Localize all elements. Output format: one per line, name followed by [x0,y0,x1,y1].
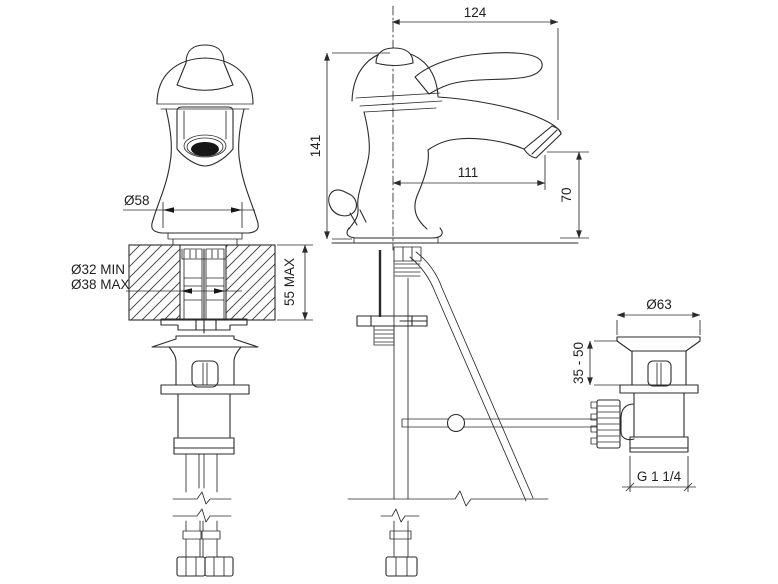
front-handle-knob [176,44,234,91]
front-base-plates [167,232,243,246]
side-base-plate [353,237,439,244]
front-dome-band [156,103,254,110]
knurled-nut-teeth [590,401,598,445]
front-base-bell [151,219,259,234]
waste-flange-front [151,335,259,348]
dim-label-base-diameter: Ø58 [124,193,150,208]
side-spout-endcap [523,125,562,159]
dim-overall-depth: 124 [391,5,559,120]
dimG-ticks [625,482,693,492]
mounting-bracket-side [356,315,428,327]
side-view: 124 141 111 70 [308,5,598,577]
waste-detail-view: Ø63 35 - 50 G 1 1/4 [571,297,701,492]
pipe-collar-left [182,530,202,540]
waste-boss-lines-front [202,362,208,386]
dim-label-overall-depth: 124 [464,5,487,20]
waste-boss [647,360,672,387]
front-body [152,108,258,221]
knurled-nut-ridges [597,405,620,443]
dim-label-overall-height: 141 [308,135,323,158]
side-pipe-collar [389,530,412,540]
side-neck-bands [355,92,443,113]
dim-overall-height: 141 [308,52,390,240]
dim-deck-thickness: 55 MAX [277,244,313,321]
pipe-collar-right [201,530,221,540]
break-line-1-side [347,490,549,507]
side-hex-nut-facets [395,556,408,577]
counter-hatch-left [129,245,180,320]
dim63-extensions [616,320,701,335]
shank-right [203,248,227,321]
dim-label-spout-reach: 111 [458,165,479,180]
break-line-1-front [172,491,232,505]
hex-nut-left [176,556,206,577]
waste-threaded-outlet [629,436,689,453]
waste-midflange-front [160,384,250,395]
aerator-opening [191,142,219,156]
dim58-extensions [162,202,243,228]
side-dome-cap [375,47,414,67]
rod-ball-joint [446,413,466,433]
aerator-outer-ring [183,134,227,158]
dim-flange-diameter: Ø63 [616,297,701,335]
dim-mounting-hole: Ø32 MIN Ø38 MAX [71,262,242,294]
knurled-adjuster-nut [590,399,621,449]
dim-label-hole-min: Ø32 MIN [71,262,125,277]
dim-adjustment-range: 35 - 50 [571,340,621,386]
shank-left [181,248,205,321]
dim-label-deck-thickness: 55 MAX [282,258,297,306]
waste-boss-front [191,360,219,388]
knurled-nut-body [596,399,621,449]
dim-label-connection-thread: G 1 1/4 [637,469,682,484]
dim-label-hole-max: Ø38 MAX [71,277,130,292]
waste-body-front [168,346,242,386]
dim3550-extensions [594,340,621,386]
side-underdeck [347,246,598,577]
flex-hose [409,251,534,502]
break-line-2-side [380,508,420,523]
hole-arrows [181,288,225,294]
side-supply-pipe [393,260,409,500]
rod-clevis [620,403,635,441]
hex-nut-right [204,556,234,577]
front-spout-cylinder [183,110,227,140]
waste-flange [616,336,701,352]
break-line-2-front [172,508,232,523]
front-supply-pipes [172,453,234,577]
hex-nut-facets [185,556,225,577]
side-spout-top [437,96,562,135]
side-lever-handle [414,52,543,95]
dimG-extensions [629,456,689,492]
mounting-bracket-front [160,318,248,331]
popup-horizontal-rod [401,418,598,428]
waste-tailpipe-front [173,393,235,455]
front-view: Ø58 Ø32 MIN Ø38 MAX 55 MAX [71,44,313,577]
front-spout-window [176,106,234,167]
front-waste-assembly [151,335,259,455]
dim-spout-height: 70 [547,151,589,239]
dim-label-spout-height: 70 [559,187,574,202]
dim-label-adjustment-range: 35 - 50 [571,342,586,384]
side-threaded-stub [373,325,395,346]
dim-label-flange-diameter: Ø63 [646,297,672,312]
side-knob [328,189,367,226]
dim141-extensions [332,52,390,240]
side-shank [393,246,422,277]
waste-midflange [619,384,699,394]
waste-body [631,350,687,386]
side-spout-underside [427,137,525,151]
dim-spout-reach: 111 [392,155,546,190]
waste-boss-lines [656,362,662,386]
front-dome [156,57,254,105]
side-hex-nut [385,556,418,577]
dim70-extensions [547,151,589,239]
pipes-lower [185,520,218,558]
dim-connection-thread: G 1 1/4 [622,456,696,492]
dim-base-diameter: Ø58 [123,193,255,228]
side-base-bell [346,227,443,239]
waste-lower-body [633,392,685,438]
counter-hatch-right [226,245,275,320]
pipes-upper [185,453,218,493]
